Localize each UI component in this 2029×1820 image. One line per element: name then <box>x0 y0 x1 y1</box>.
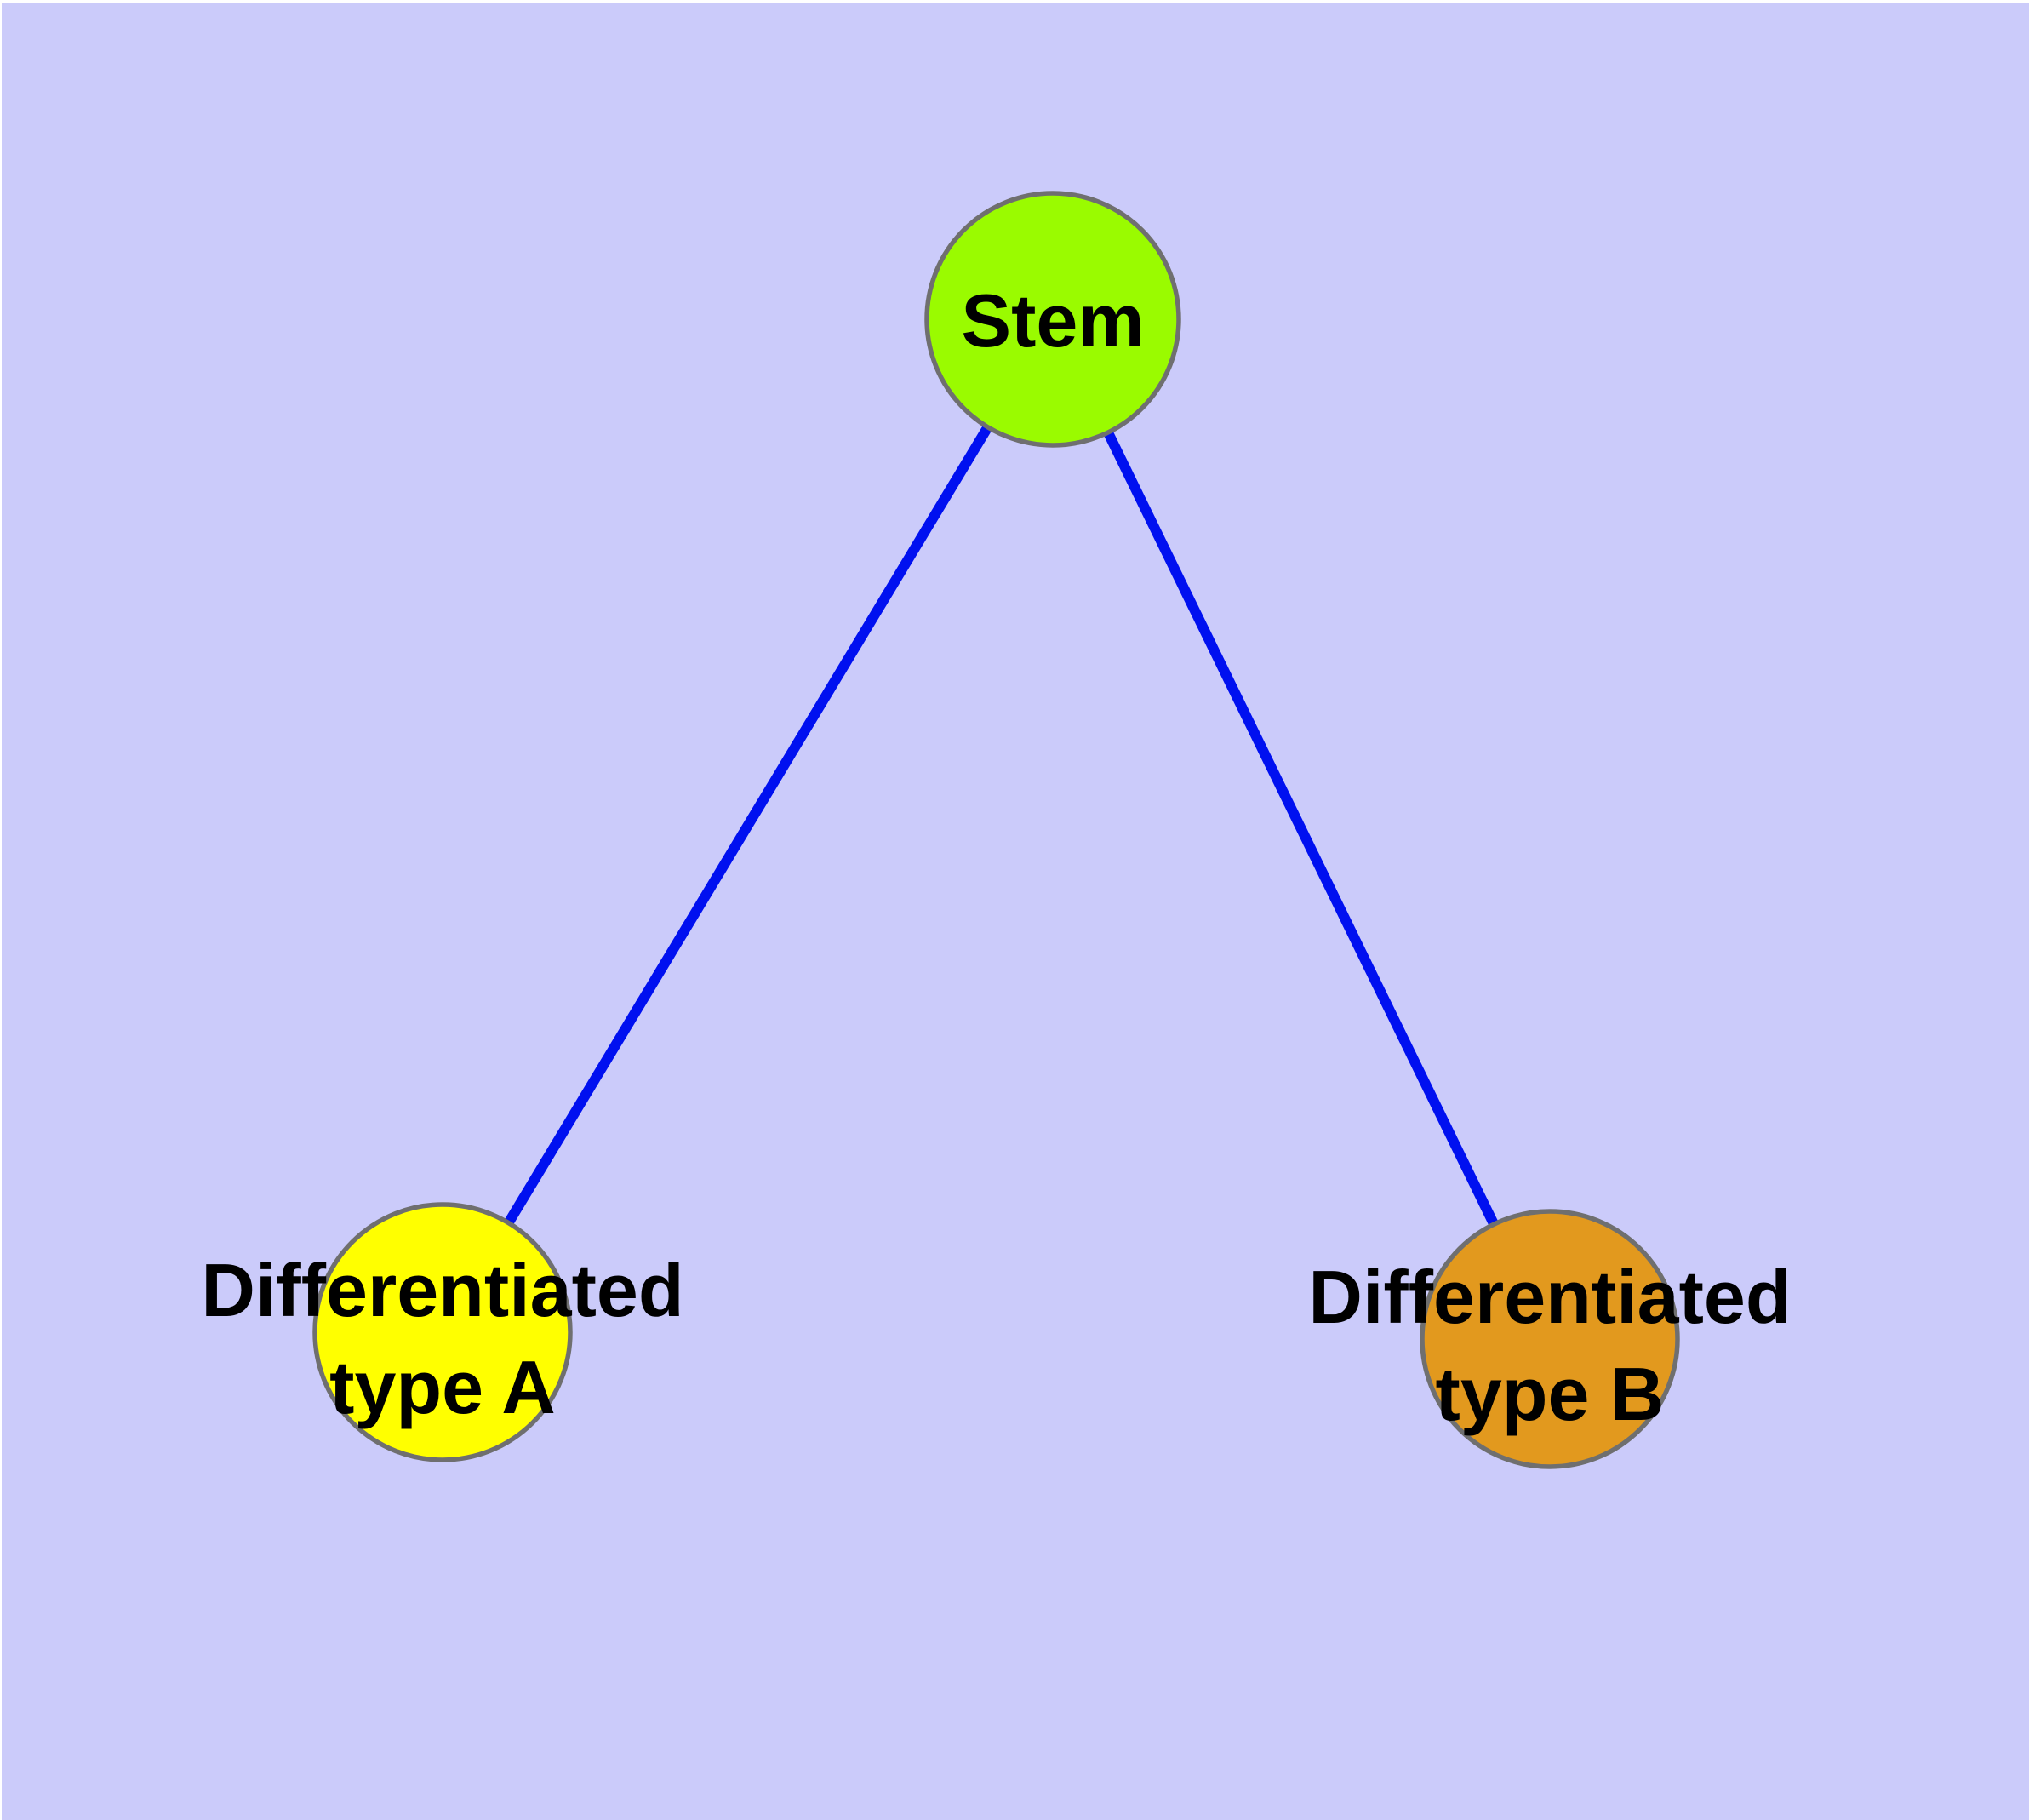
node-differentiated-type-b-label-line2: type B <box>1436 1352 1665 1436</box>
node-stem-label: Stem <box>961 278 1144 363</box>
edge-stem-to-type-b <box>1048 317 1555 1342</box>
node-differentiated-type-b-label-line1: Differentiated <box>1308 1255 1791 1339</box>
edge-stem-to-type-a <box>437 316 1058 1336</box>
node-differentiated-type-a-label-line2: type A <box>329 1345 556 1429</box>
node-differentiated-type-b <box>1420 1209 1680 1469</box>
node-stem <box>924 191 1181 448</box>
node-differentiated-type-a <box>312 1202 573 1462</box>
node-differentiated-type-a-label-line1: Differentiated <box>201 1248 683 1332</box>
